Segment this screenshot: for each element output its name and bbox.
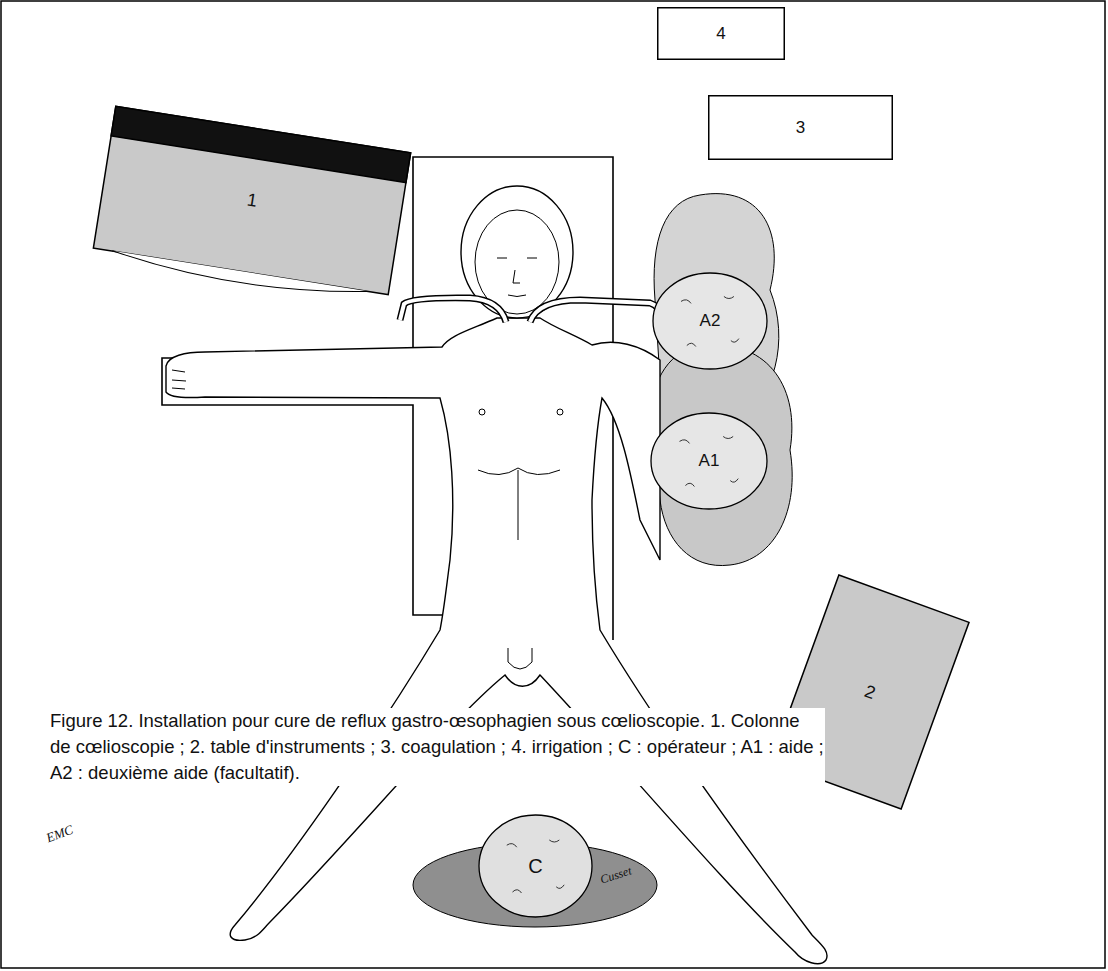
node-label: C bbox=[528, 855, 542, 878]
node-label: 4 bbox=[716, 24, 725, 44]
laparoscopy-column: 1 bbox=[93, 105, 412, 295]
publisher-signature: EMC bbox=[44, 822, 75, 846]
node-label: A1 bbox=[699, 451, 720, 471]
coagulation-box: 3 bbox=[708, 95, 893, 160]
patient-body bbox=[166, 318, 827, 964]
patient-details bbox=[172, 370, 563, 669]
node-label: A2 bbox=[700, 311, 721, 331]
irrigation-box: 4 bbox=[657, 7, 785, 60]
figure-caption: Figure 12. Installation pour cure de ref… bbox=[50, 708, 825, 786]
assistant-body bbox=[652, 345, 792, 566]
node-label: 3 bbox=[796, 118, 805, 138]
anesthesia-tube bbox=[400, 298, 662, 322]
assistant-head: A1 bbox=[650, 412, 768, 510]
operator-head: C bbox=[478, 814, 593, 918]
assistant-head: A2 bbox=[652, 272, 768, 370]
patient-face bbox=[497, 258, 537, 297]
